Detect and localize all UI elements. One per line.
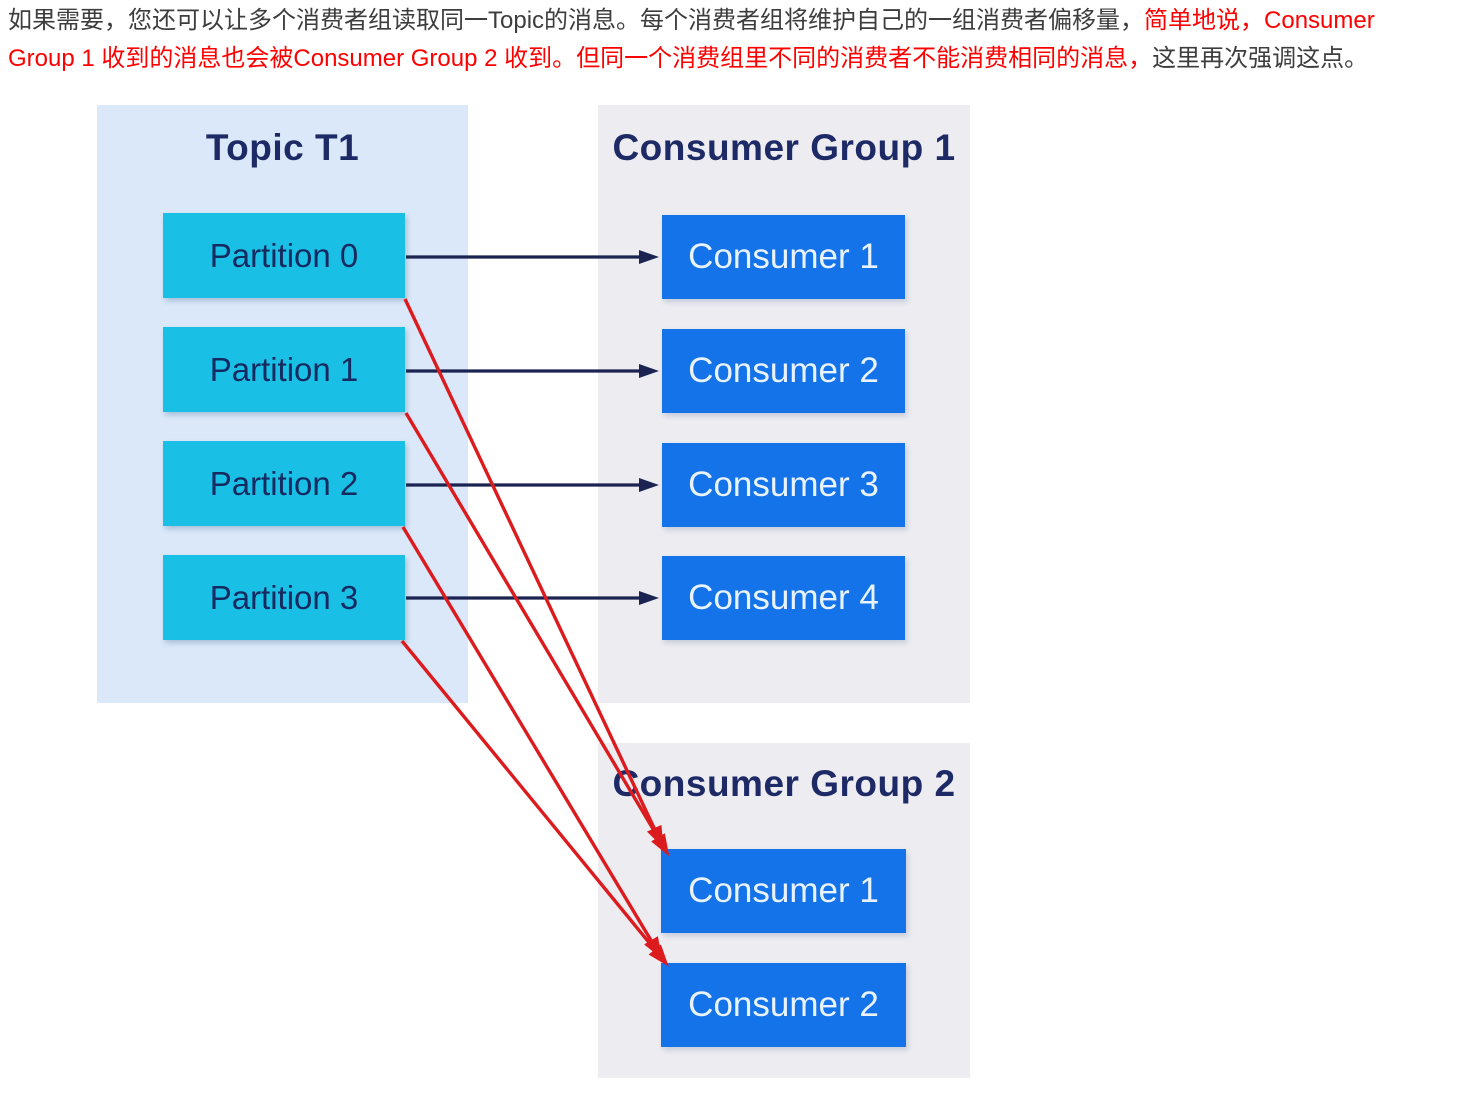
consumer-group-1-panel: Consumer Group 1 Consumer 1 Consumer 2 C… (598, 105, 970, 703)
consumer-group-1-title: Consumer Group 1 (612, 127, 956, 168)
group1-consumer-1-box: Consumer 1 (662, 215, 905, 299)
consumer-group-2-title: Consumer Group 2 (612, 763, 956, 804)
partition-3-box: Partition 3 (163, 555, 405, 640)
intro-paragraph: 如果需要，您还可以让多个消费者组读取同一Topic的消息。每个消费者组将维护自己… (8, 2, 1412, 78)
group1-consumer-2-box: Consumer 2 (662, 329, 905, 413)
consumer-group-2-panel: Consumer Group 2 Consumer 1 Consumer 2 (598, 743, 970, 1078)
intro-text-plain-2: 这里再次强调这点。 (1152, 45, 1369, 72)
group1-consumer-3-box: Consumer 3 (662, 443, 905, 527)
partition-1-box: Partition 1 (163, 327, 405, 412)
group1-consumer-4-box: Consumer 4 (662, 556, 905, 640)
group2-consumer-2-box: Consumer 2 (661, 963, 906, 1047)
intro-text-highlight: 简单地说，Consumer Group 1 收到的消息也会被Consumer G… (8, 7, 1375, 72)
topic-title: Topic T1 (205, 127, 360, 168)
intro-text-plain-1: 如果需要，您还可以让多个消费者组读取同一Topic的消息。每个消费者组将维护自己… (8, 7, 1145, 34)
partition-0-box: Partition 0 (163, 213, 405, 298)
group2-consumer-1-box: Consumer 1 (661, 849, 906, 933)
partition-2-box: Partition 2 (163, 441, 405, 526)
topic-panel: Topic T1 Partition 0 Partition 1 Partiti… (97, 105, 468, 703)
